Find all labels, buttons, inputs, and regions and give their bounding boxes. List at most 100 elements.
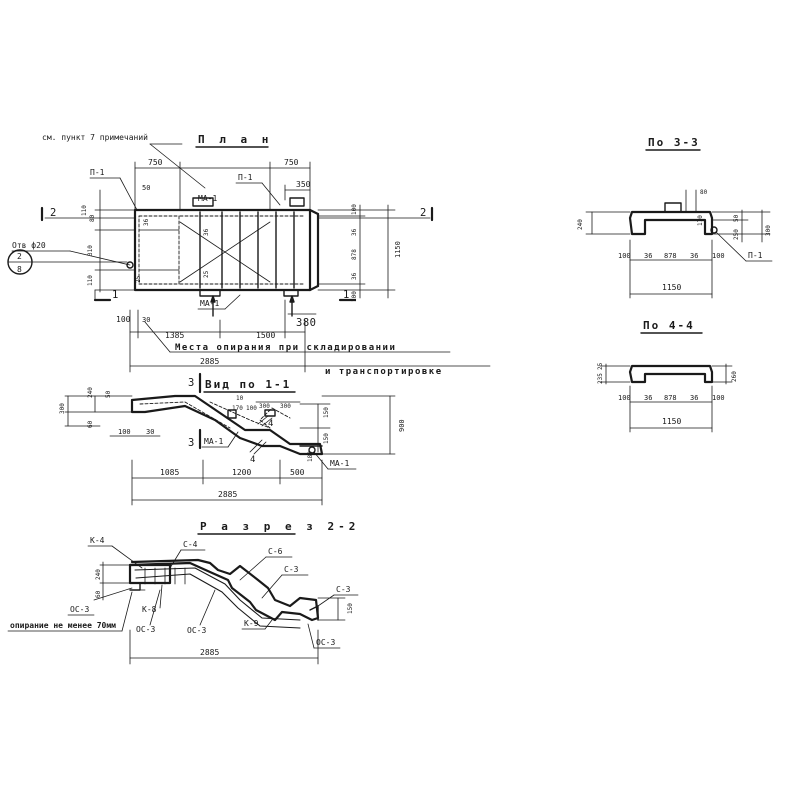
plan-dim-left-4: 310 bbox=[87, 245, 94, 256]
view44-dim-bottom-3: 878 bbox=[664, 394, 677, 402]
view44-title: По 4-4 bbox=[643, 319, 695, 332]
section22-label-oc3d: ОС-3 bbox=[316, 638, 335, 647]
view11-dim-left-6: 30 bbox=[146, 428, 154, 436]
section22-label-c4: С-4 bbox=[183, 540, 198, 549]
view44-overall-width: 1150 bbox=[662, 417, 681, 426]
view11-dim-mid-8: 180 bbox=[307, 451, 314, 462]
view-mark-left: 1 bbox=[112, 289, 119, 301]
plan-dim-bottom-4: 1500 bbox=[256, 331, 275, 340]
view33-dim-bottom-1: 100 bbox=[618, 252, 631, 260]
plan-dim-left-2: 110 bbox=[81, 205, 88, 216]
plan-dim-bottom-1: 100 bbox=[116, 315, 131, 324]
section22-label-k4: К-4 bbox=[90, 536, 105, 545]
plan-dim-right-1: 100 bbox=[351, 204, 358, 215]
plan-outline bbox=[133, 208, 312, 292]
plan-label-ma1-top: МА-1 bbox=[198, 194, 217, 203]
section22-label-oc3c: ОС-3 bbox=[187, 626, 206, 635]
view33-dim-bottom-4: 36 bbox=[690, 252, 698, 260]
plan-dim-right-4: 36 bbox=[351, 272, 358, 280]
view11-dim-mid-2: 170 bbox=[232, 405, 243, 412]
view33-outline bbox=[628, 210, 714, 236]
view11-dim-bottom-1: 1085 bbox=[160, 468, 179, 477]
plan-dim-left-1: 50 bbox=[142, 184, 150, 192]
section-mark-left: 2 bbox=[50, 207, 57, 219]
section22-title: Р а з р е з 2-2 bbox=[200, 520, 359, 533]
section22-label-c3b: С-3 bbox=[336, 585, 351, 594]
view11-label-ma1-right: МА-1 bbox=[330, 459, 349, 468]
section22-label-c6: С-6 bbox=[268, 547, 283, 556]
plan-dim-right-3: 878 bbox=[351, 249, 358, 260]
hole-marker bbox=[126, 261, 134, 269]
view11-label-ma1-left: МА-1 bbox=[204, 437, 223, 446]
view-4-4: По 4-4 25 235 260 100 36 878 36 100 1150 bbox=[597, 319, 738, 433]
section22-dim-right: 150 bbox=[347, 603, 354, 614]
plan-dim-right-5: 100 bbox=[351, 291, 358, 302]
plan-view: П л а н см. пункт 7 примечаний bbox=[7, 133, 491, 377]
section22-label-oc3a: ОС-3 bbox=[70, 605, 89, 614]
plan-dim-bottom-2: 30 bbox=[142, 316, 150, 324]
plan-label-p1-top: П-1 bbox=[238, 173, 253, 182]
plan-dim-top-1: 750 bbox=[148, 158, 163, 167]
section22-label-c3a: С-3 bbox=[284, 565, 299, 574]
view11-dim-mid-5: 300 bbox=[280, 403, 291, 410]
section22-label-k8: К-8 bbox=[142, 605, 157, 614]
view33-dim-bottom-5: 100 bbox=[712, 252, 725, 260]
view11-dim-left-3: 50 bbox=[105, 390, 112, 398]
view11-dim-left-4: 60 bbox=[87, 420, 94, 428]
view44-dim-bottom-4: 36 bbox=[690, 394, 698, 402]
view44-dim-bottom-5: 100 bbox=[712, 394, 725, 402]
view11-height: 900 bbox=[398, 419, 406, 432]
view44-dim-bottom-1: 100 bbox=[618, 394, 631, 402]
section22-dim-left-2: 60 bbox=[95, 590, 102, 598]
view-3-3: По 3-3 80 170 240 50 250 300 100 36 878 … bbox=[577, 136, 773, 299]
view11-dim-left-5: 100 bbox=[118, 428, 131, 436]
view33-dim-right-1: 50 bbox=[733, 214, 740, 222]
view33-dim-top-1: 80 bbox=[700, 189, 708, 196]
view44-dim-left-2: 235 bbox=[597, 373, 604, 384]
view11-dim-bottom-3: 500 bbox=[290, 468, 305, 477]
view44-dim-left-1: 25 bbox=[597, 362, 604, 370]
plan-overall-length: 2885 bbox=[200, 357, 219, 366]
view33-title: По 3-3 bbox=[648, 136, 700, 149]
view11-dim-left-1: 300 bbox=[59, 403, 66, 414]
view44-dim-bottom-2: 36 bbox=[644, 394, 652, 402]
view33-overall-width: 1150 bbox=[662, 283, 681, 292]
section22-support-note: опирание не менее 70мм bbox=[10, 621, 116, 630]
view-mark-right: 1 bbox=[343, 289, 350, 301]
view11-dim-bottom-2: 1200 bbox=[232, 468, 251, 477]
plan-inner-dim-2: 36 bbox=[203, 228, 210, 236]
plan-label-ma1-bottom: МА-1 bbox=[200, 299, 219, 308]
plan-inner-dim-1: 36 bbox=[143, 218, 150, 226]
view33-label-p1: П-1 bbox=[748, 251, 763, 260]
hole-ref-top: 2 bbox=[17, 252, 22, 261]
view44-dim-right: 260 bbox=[731, 371, 738, 382]
plan-overall-height: 1150 bbox=[394, 241, 402, 258]
plan-dim-left-6: 25 bbox=[135, 275, 142, 283]
view33-dim-right-3: 300 bbox=[765, 225, 772, 236]
plan-dim-top-2: 750 bbox=[284, 158, 299, 167]
view11-mark-top: 3 bbox=[188, 377, 195, 389]
view33-dim-bottom-2: 36 bbox=[644, 252, 652, 260]
view44-outline bbox=[628, 364, 714, 384]
section22-overall-length: 2885 bbox=[200, 648, 219, 657]
plan-note-ref: см. пункт 7 примечаний bbox=[42, 133, 148, 142]
plan-dim-bottom-3: 1385 bbox=[165, 331, 184, 340]
view11-dim-mid-1: 10 bbox=[236, 395, 244, 402]
section22-outline bbox=[128, 558, 320, 622]
section-2-2: Р а з р е з 2-2 К-4 С-4 С-6 С-3 С-3 К-8 … bbox=[7, 520, 359, 665]
view33-dim-right-2: 250 bbox=[733, 229, 740, 240]
section-mark-right: 2 bbox=[420, 207, 427, 219]
view11-dim-mid-3: 100 bbox=[246, 405, 257, 412]
plan-title: П л а н bbox=[198, 133, 272, 146]
storage-note-line2: и транспортировке bbox=[325, 367, 443, 377]
view11-mark-4-bottom: 4 bbox=[250, 455, 255, 465]
section22-label-k9: К-9 bbox=[244, 619, 259, 628]
view11-mark-bottom: 3 bbox=[188, 437, 195, 449]
plan-dim-top-3: 350 bbox=[296, 180, 311, 189]
section22-dim-left-1: 240 bbox=[95, 569, 102, 580]
view-1-1: 3 Вид по 1-1 3 4 4 300 240 50 60 100 30 bbox=[59, 372, 406, 506]
view11-title: Вид по 1-1 bbox=[205, 378, 291, 391]
view11-dim-mid-7: 150 bbox=[323, 433, 330, 444]
view11-dim-left-2: 240 bbox=[87, 387, 94, 398]
